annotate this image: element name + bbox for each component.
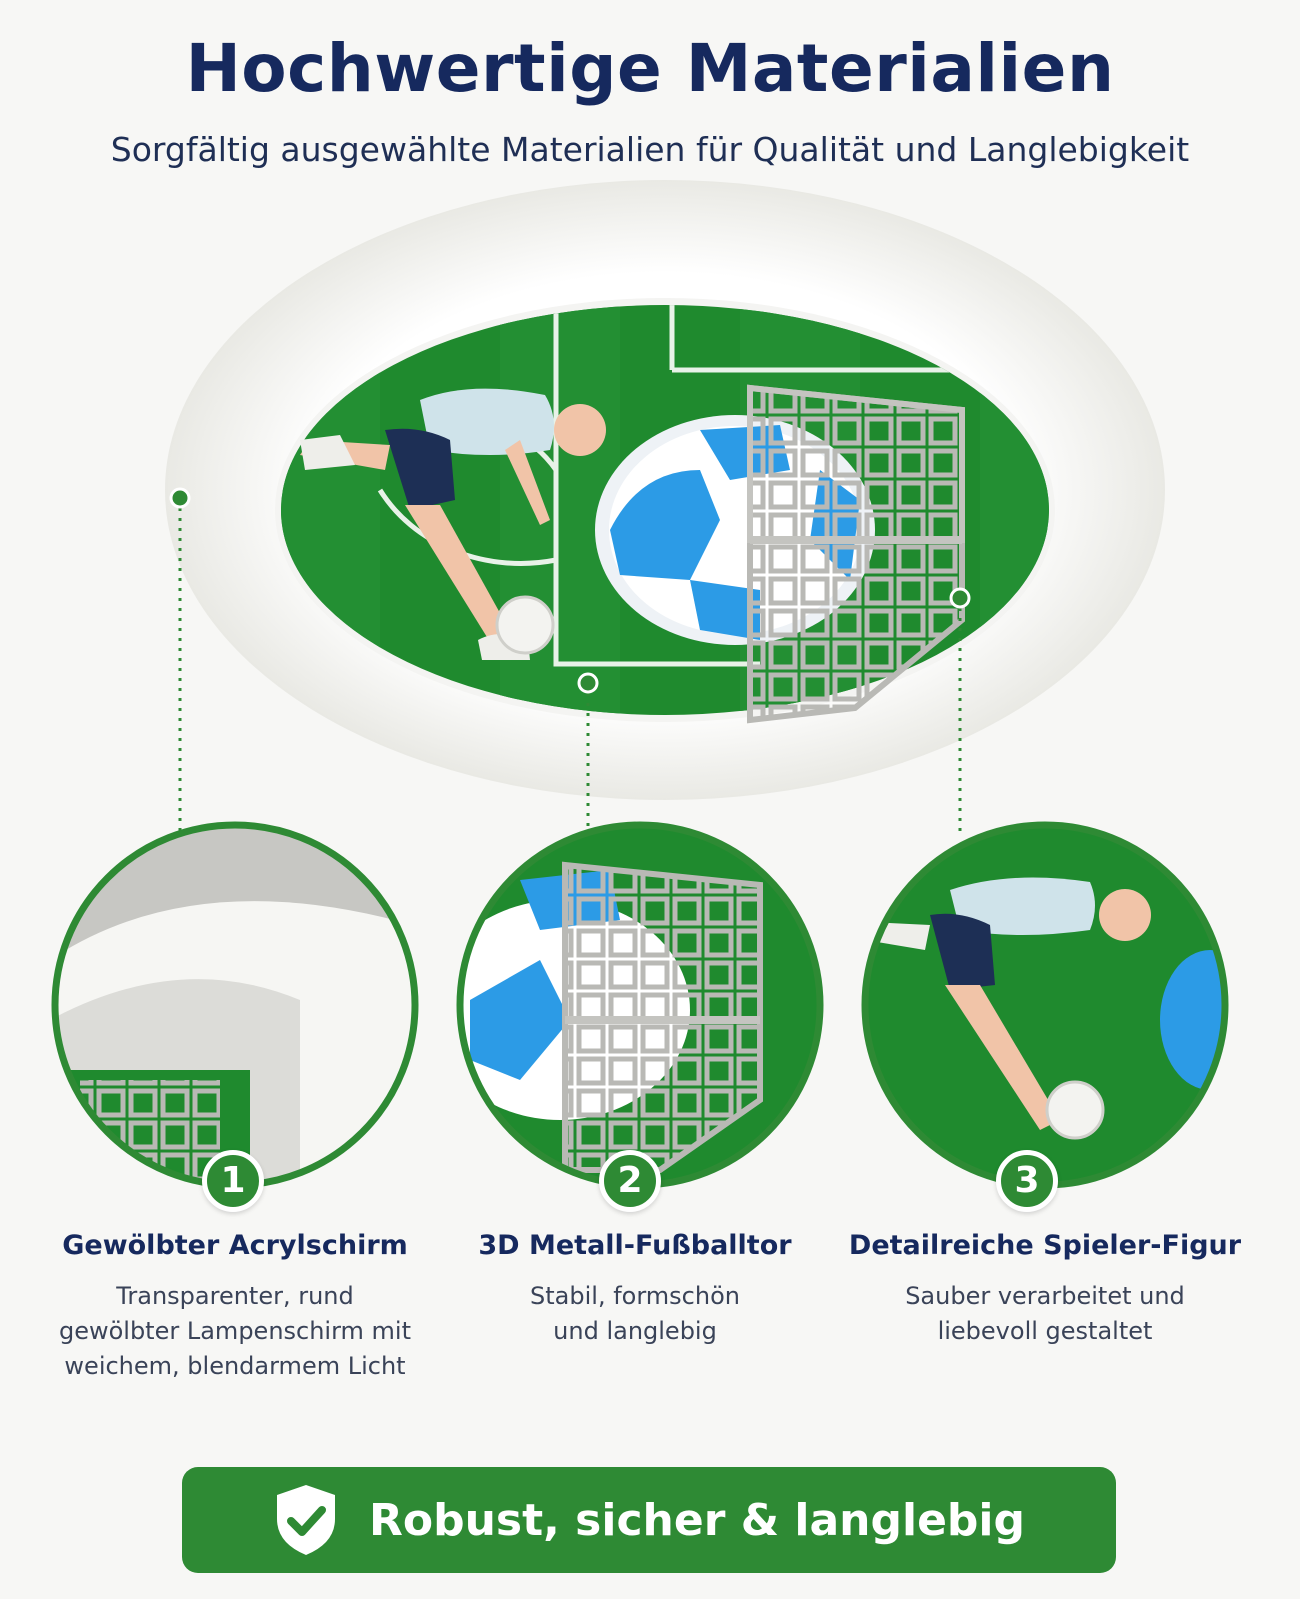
detail-circle-goal [456, 821, 824, 1189]
feature-description-line: gewölbter Lampenschirm mit [58, 1317, 412, 1345]
feature-number-3: 3 [996, 1150, 1058, 1212]
callout-dot-2 [577, 672, 599, 694]
callout-dot-3 [949, 587, 971, 609]
shield-check-icon [276, 1485, 335, 1555]
feature-player-figure: Detailreiche Spieler-Figur Sauber verarb… [835, 1230, 1255, 1349]
benefit-banner: Robust, sicher & langlebig [182, 1467, 1116, 1573]
connector-lines [178, 498, 962, 835]
feature-description-line: Sauber verarbeitet und [905, 1282, 1185, 1310]
ceiling-lamp [165, 180, 1165, 800]
feature-description-line: Stabil, formschön [530, 1282, 740, 1310]
feature-description-line: Transparenter, rund [116, 1282, 354, 1310]
feature-description-line: und langlebig [553, 1317, 717, 1345]
feature-title: Detailreiche Spieler-Figur [848, 1230, 1242, 1261]
feature-title: 3D Metall-Fußballtor [478, 1230, 792, 1261]
feature-metal-goal: 3D Metall-Fußballtor Stabil, formschön u… [425, 1230, 845, 1349]
page-title: Hochwertige Materialien [185, 30, 1115, 107]
feature-acrylic-shade: Gewölbter Acrylschirm Transparenter, run… [25, 1230, 445, 1384]
feature-number-1: 1 [202, 1150, 264, 1212]
detail-circle-player [861, 821, 1229, 1189]
feature-description-line: weichem, blendarmem Licht [64, 1352, 406, 1380]
goal-net [747, 384, 965, 724]
callout-dot-1 [169, 487, 191, 509]
feature-description-line: liebevoll gestaltet [937, 1317, 1153, 1345]
player-figure [300, 388, 606, 660]
page-subtitle: Sorgfältig ausgewählte Materialien für Q… [110, 130, 1190, 169]
feature-title: Gewölbter Acrylschirm [62, 1230, 408, 1261]
banner-text: Robust, sicher & langlebig [368, 1494, 1025, 1546]
feature-number-2: 2 [599, 1150, 661, 1212]
detail-circle-acrylic [51, 821, 419, 1189]
